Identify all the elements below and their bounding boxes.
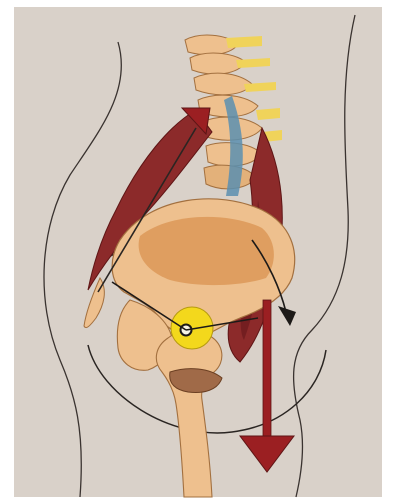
body-outline-back	[44, 42, 121, 497]
body-outline-front	[294, 15, 355, 497]
pelvis-shading	[139, 217, 274, 285]
femur	[156, 332, 222, 497]
